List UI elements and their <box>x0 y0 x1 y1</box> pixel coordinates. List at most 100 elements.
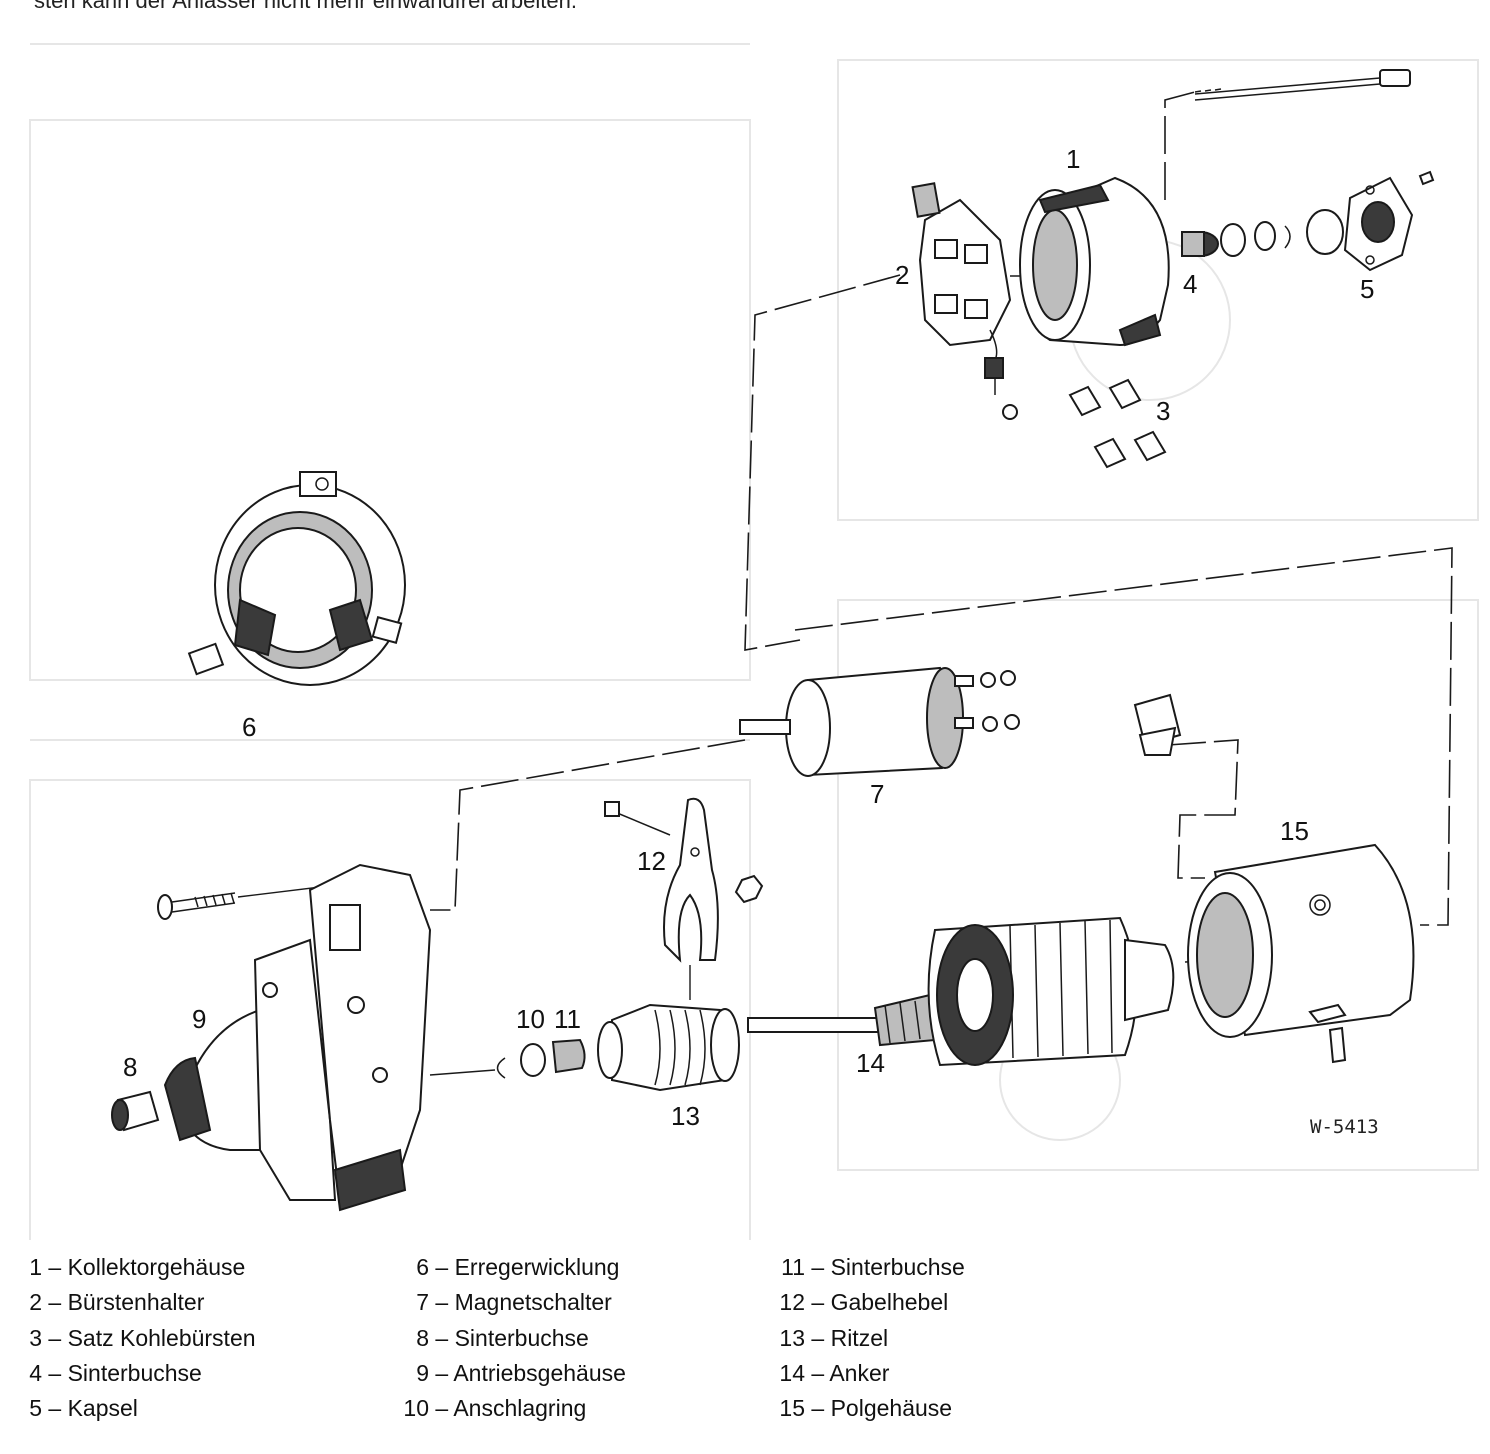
legend-separator: – <box>42 1324 68 1351</box>
legend-item: 9 – Antriebsgehäuse <box>400 1356 626 1391</box>
part-through-bolt-upper <box>1194 69 1411 101</box>
part-number-label-7: 7 <box>870 779 884 809</box>
legend-label: Sinterbuchse <box>454 1324 589 1351</box>
part-number-label-10: 10 <box>516 1004 545 1034</box>
legend-item: 14 – Anker <box>776 1356 965 1391</box>
legend-label: Erregerwicklung <box>454 1254 620 1280</box>
legend-item: 6 – Erregerwicklung <box>400 1250 626 1285</box>
legend-label: Polgehäuse <box>830 1395 953 1422</box>
legend-column-3: 11 – Sinterbuchse 12 – Gabelhebel 13 – R… <box>776 1250 965 1426</box>
legend-number: 15 <box>779 1395 805 1422</box>
part-number-label-8: 8 <box>123 1052 137 1082</box>
legend-separator: – <box>42 1289 68 1316</box>
legend-label: Bürstenhalter <box>67 1289 205 1316</box>
legend-number: 1 <box>29 1254 42 1280</box>
legend-label: Gabelhebel <box>830 1289 949 1316</box>
part-number-labels: 1 2 3 4 5 6 7 8 9 10 11 12 13 14 15 W-54… <box>123 144 1379 1138</box>
legend-item: 4 – Sinterbuchse <box>28 1356 256 1391</box>
figure-code: W-5413 <box>1310 1116 1379 1138</box>
part-number-label-6: 6 <box>242 712 256 742</box>
legend-item: 12 – Gabelhebel <box>776 1285 965 1320</box>
legend-item: 7 – Magnetschalter <box>400 1285 626 1320</box>
part-number-label-11: 11 <box>554 1004 581 1034</box>
part-solenoid-switch <box>739 666 1020 777</box>
legend-label: Anschlagring <box>453 1395 587 1422</box>
leader-line-left <box>744 274 901 651</box>
legend-item: 13 – Ritzel <box>776 1321 965 1356</box>
legend-separator: – <box>42 1395 68 1422</box>
part-number-label-13: 13 <box>671 1101 700 1131</box>
legend-separator: – <box>805 1289 831 1316</box>
legend-label: Ritzel <box>830 1324 889 1351</box>
legend-number: 10 <box>403 1395 429 1422</box>
legend-separator: – <box>429 1359 454 1386</box>
part-sinter-bushing-8 <box>111 1090 160 1132</box>
legend-number: 12 <box>779 1289 805 1316</box>
legend-separator: – <box>805 1324 831 1351</box>
legend-item: 5 – Kapsel <box>28 1391 256 1426</box>
legend-label: Magnetschalter <box>454 1289 612 1316</box>
part-number-label-3: 3 <box>1156 396 1170 426</box>
legend-number: 7 <box>416 1289 429 1316</box>
part-sinter-bushing-upper <box>1181 209 1344 257</box>
legend-number: 5 <box>29 1395 42 1422</box>
part-armature <box>747 916 1175 1067</box>
part-pinion <box>597 1003 740 1092</box>
part-field-winding <box>187 471 406 686</box>
legend-label: Satz Kohlebürsten <box>67 1324 256 1351</box>
legend-separator: – <box>429 1395 454 1422</box>
leader-line-solenoid <box>430 739 746 911</box>
legend-item: 3 – Satz Kohlebürsten <box>28 1321 256 1356</box>
part-number-label-14: 14 <box>856 1048 885 1078</box>
legend-separator: – <box>42 1359 68 1386</box>
legend-label: Kollektorgehäuse <box>67 1254 246 1280</box>
part-pole-housing <box>1187 843 1415 1064</box>
legend-separator: – <box>805 1254 831 1280</box>
legend-item: 10 – Anschlagring <box>400 1391 626 1426</box>
leader-line-brush-block <box>1167 739 1239 879</box>
legend-item: 15 – Polgehäuse <box>776 1391 965 1426</box>
legend-number: 6 <box>416 1254 429 1280</box>
legend-separator: – <box>429 1324 455 1351</box>
legend-item: 1 – Kollektorgehäuse <box>28 1250 256 1285</box>
legend-number: 3 <box>29 1324 42 1351</box>
part-cap <box>1343 170 1435 272</box>
header-text: sten kann der Anlasser nicht mehr einwan… <box>34 0 577 13</box>
legend-item: 2 – Bürstenhalter <box>28 1285 256 1320</box>
legend-item: 8 – Sinterbuchse <box>400 1321 626 1356</box>
part-number-label-9: 9 <box>192 1004 206 1034</box>
legend-separator: – <box>805 1359 830 1386</box>
part-number-label-4: 4 <box>1183 269 1197 299</box>
legend-separator: – <box>42 1254 68 1280</box>
part-number-label-5: 5 <box>1360 274 1374 304</box>
legend-label: Sinterbuchse <box>67 1359 202 1386</box>
legend-separator: – <box>429 1289 455 1316</box>
part-mounting-bolt <box>157 892 236 920</box>
part-collector-housing <box>1019 176 1170 347</box>
legend-column-2: 6 – Erregerwicklung 7 – Magnetschalter 8… <box>400 1250 626 1426</box>
axis-line-main <box>429 1069 496 1076</box>
part-brush-holder <box>911 182 1018 420</box>
legend-column-1: 1 – Kollektorgehäuse 2 – Bürstenhalter 3… <box>28 1250 256 1426</box>
leader-line-upper <box>1164 91 1196 200</box>
part-number-label-2: 2 <box>895 260 909 290</box>
legend-number: 13 <box>779 1324 805 1351</box>
part-fork-lever <box>604 797 764 963</box>
part-number-label-12: 12 <box>637 846 666 876</box>
legend-separator: – <box>805 1395 831 1422</box>
legend-number: 9 <box>416 1359 429 1386</box>
legend-label: Antriebsgehäuse <box>453 1359 626 1386</box>
leader-line-right <box>794 547 1453 926</box>
exploded-view-diagram: 1 2 3 4 5 6 7 8 9 10 11 12 13 14 15 W-54… <box>29 43 1479 1240</box>
legend-number: 14 <box>779 1359 805 1386</box>
legend-label: Sinterbuchse <box>830 1254 965 1280</box>
part-number-label-1: 1 <box>1066 144 1080 174</box>
part-brush-block <box>1133 693 1182 756</box>
legend-label: Anker <box>829 1359 890 1386</box>
legend-item: 11 – Sinterbuchse <box>776 1250 965 1285</box>
part-carbon-brushes <box>1068 378 1167 469</box>
part-drive-housing <box>163 863 432 1212</box>
legend-number: 2 <box>29 1289 42 1316</box>
part-number-label-15: 15 <box>1280 816 1309 846</box>
